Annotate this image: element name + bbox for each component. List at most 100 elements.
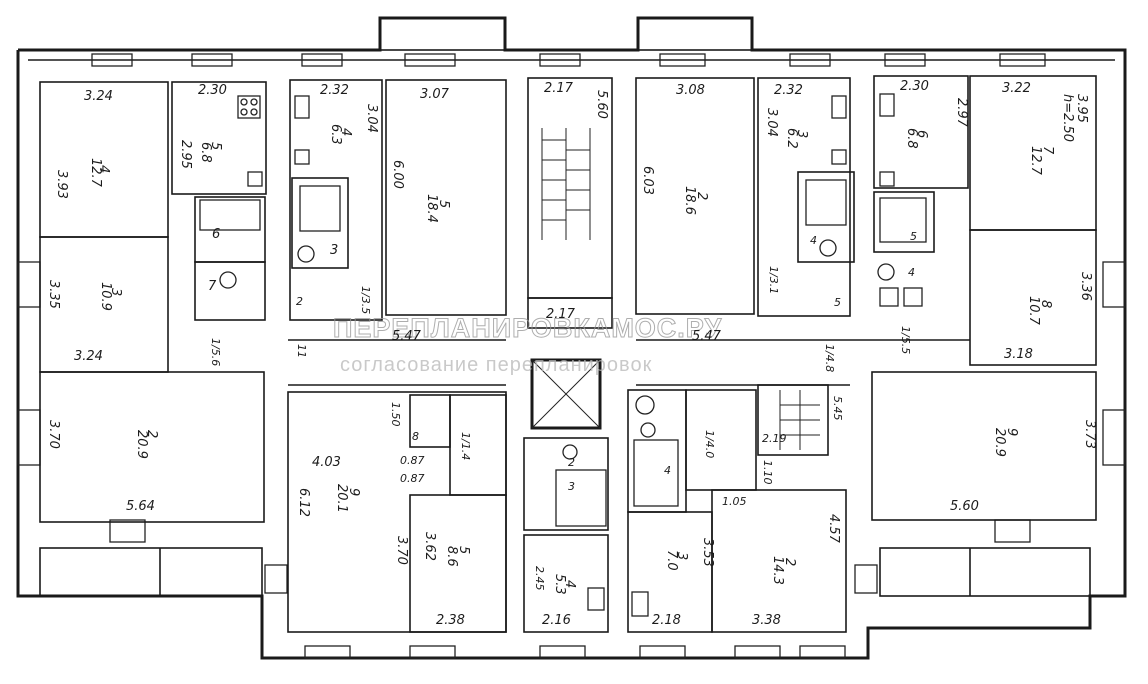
left-center-label-2: 2 bbox=[296, 295, 303, 308]
room-r3-width: 3.24 bbox=[74, 349, 103, 364]
frac-f: 1/4.8 bbox=[823, 344, 836, 372]
room-r13-number: 8 bbox=[1038, 300, 1053, 308]
room-r12-area: 12.7 bbox=[1028, 146, 1043, 176]
dim-219: 2.19 bbox=[762, 432, 787, 445]
room-r14-area: 20.9 bbox=[992, 428, 1007, 457]
left-center-hall-frac: 1/3.5 bbox=[359, 286, 372, 314]
room-r16-number: 2 bbox=[782, 558, 797, 566]
room-r9-width: 3.08 bbox=[676, 83, 705, 98]
dim-370: 3.70 bbox=[394, 536, 409, 565]
left-center-apartment bbox=[287, 79, 507, 633]
room-r11-height: 2.97 bbox=[954, 98, 969, 128]
room-r1-width: 3.24 bbox=[84, 89, 113, 104]
room-r1-number: 4 bbox=[96, 165, 111, 173]
watermark-line1: ПЕРЕПЛАНИРОВКАМОС.РУ bbox=[333, 313, 722, 343]
room-r3-area: 10.9 bbox=[98, 282, 113, 311]
windows-top bbox=[91, 53, 1046, 67]
room-r17-height: 2.45 bbox=[533, 566, 546, 591]
windows-bottom bbox=[109, 519, 1031, 659]
room-r7-area: 20.1 bbox=[334, 484, 349, 513]
room-r17-width: 2.16 bbox=[542, 613, 571, 628]
room-r15-number: 3 bbox=[674, 552, 689, 560]
right-center-apartment bbox=[627, 77, 855, 633]
room-r6-height: 6.00 bbox=[390, 160, 405, 189]
left-corridor-label-11: 11 bbox=[295, 344, 308, 358]
room-r8-number: 5 bbox=[456, 546, 471, 554]
right-corridor-dim: 5.47 bbox=[692, 329, 722, 344]
room-r6-width: 3.07 bbox=[420, 87, 450, 102]
dim-150: 1.50 bbox=[389, 402, 402, 427]
room-r2-area: 6.8 bbox=[198, 142, 213, 163]
stair-core-label-3: 3 bbox=[568, 480, 575, 493]
room-r10-area: 6.2 bbox=[784, 128, 799, 149]
room-r6-number: 5 bbox=[436, 200, 451, 208]
room-r5-height: 3.04 bbox=[364, 104, 379, 133]
room-r5-area: 6.3 bbox=[328, 124, 343, 145]
left-corridor-dim: 5.47 bbox=[392, 329, 422, 344]
room-r1-height: 3.93 bbox=[54, 170, 69, 199]
frac-c: 1/1.4 bbox=[459, 432, 472, 460]
room-r4-height: 3.70 bbox=[46, 420, 61, 449]
room-r10-width: 2.32 bbox=[774, 83, 803, 98]
dim-545: 5.45 bbox=[831, 396, 844, 421]
right-corridor-frac: 1/5.5 bbox=[899, 326, 912, 354]
left-center-bath-label-3: 3 bbox=[330, 243, 338, 258]
room-r15-area: 7.0 bbox=[664, 550, 679, 571]
dim-110: 1.10 bbox=[761, 460, 774, 485]
room-r16-width: 3.38 bbox=[752, 613, 781, 628]
stair-core-label-2: 2 bbox=[568, 456, 575, 469]
room-r9-height: 6.03 bbox=[640, 166, 655, 195]
windows-side bbox=[17, 261, 1126, 466]
right-bath-label-5: 5 bbox=[910, 230, 917, 243]
room-r2-height: 2.95 bbox=[178, 140, 193, 169]
room-r2-number: 5 bbox=[208, 142, 223, 150]
room-r17-number: 4 bbox=[562, 580, 577, 588]
dim-087-b: 0.87 bbox=[400, 472, 425, 485]
ceiling-height: h=2.50 bbox=[1060, 94, 1075, 142]
left-apartment bbox=[39, 81, 267, 597]
room-r11-number: 6 bbox=[914, 130, 929, 138]
left-bath-label-6: 6 bbox=[212, 227, 220, 242]
room-r14-height: 3.73 bbox=[1082, 420, 1097, 449]
room-r4-area: 20.9 bbox=[134, 430, 149, 459]
room-r12-width: 3.22 bbox=[1002, 81, 1031, 96]
stair-height-top: 5.60 bbox=[594, 90, 609, 119]
room-r16-height: 4.57 bbox=[826, 514, 841, 544]
room-r13-area: 10.7 bbox=[1026, 296, 1041, 326]
stair-width-bottom: 2.17 bbox=[546, 307, 576, 322]
stair-width-top: 2.17 bbox=[544, 81, 574, 96]
room-r16-area: 14.3 bbox=[770, 556, 785, 585]
room-r7-number: 9 bbox=[346, 488, 361, 496]
watermark-line2: согласование перепланировок bbox=[340, 354, 652, 376]
right-center-bath-label-4: 4 bbox=[810, 234, 817, 247]
left-corridor-frac: 1/5.6 bbox=[209, 338, 222, 366]
room-r3-number: 3 bbox=[108, 288, 123, 296]
room-r14-number: 9 bbox=[1004, 428, 1019, 436]
room-r5-number: 4 bbox=[338, 128, 353, 136]
room-r11-area: 6.8 bbox=[904, 128, 919, 149]
room-r10-number: 3 bbox=[794, 130, 809, 138]
watermark: ПЕРЕПЛАНИРОВКАМОС.РУ согласование перепл… bbox=[333, 313, 722, 377]
label-8: 8 bbox=[412, 430, 419, 443]
room-r7-height: 6.12 bbox=[296, 488, 311, 517]
left-wc-label-7: 7 bbox=[208, 279, 217, 294]
room-r15-width: 2.18 bbox=[652, 613, 681, 628]
room-r12-height: 3.95 bbox=[1074, 94, 1089, 123]
dim-087-a: 0.87 bbox=[400, 454, 425, 467]
room-r17-area: 5.3 bbox=[552, 574, 567, 595]
right-wc-label-4: 4 bbox=[908, 266, 915, 279]
stair-core bbox=[523, 77, 613, 633]
room-labels: 3.24 3.93 4 12.7 2.30 2.95 5 6.8 6 7 3.3… bbox=[46, 79, 1097, 628]
right-center-hall-frac: 1/3.1 bbox=[767, 266, 780, 294]
room-r13-width: 3.18 bbox=[1004, 347, 1033, 362]
outer-walls bbox=[16, 16, 1127, 660]
room-r7-width: 4.03 bbox=[312, 455, 341, 470]
room-r11-width: 2.30 bbox=[900, 79, 929, 94]
room-r14-width: 5.60 bbox=[950, 499, 979, 514]
dim-105: 1.05 bbox=[722, 495, 747, 508]
room-r8-height: 3.62 bbox=[422, 532, 437, 561]
room-r4-number: 2 bbox=[144, 430, 159, 438]
right-apartment bbox=[850, 75, 1097, 597]
room-r6-area: 18.4 bbox=[424, 194, 439, 223]
